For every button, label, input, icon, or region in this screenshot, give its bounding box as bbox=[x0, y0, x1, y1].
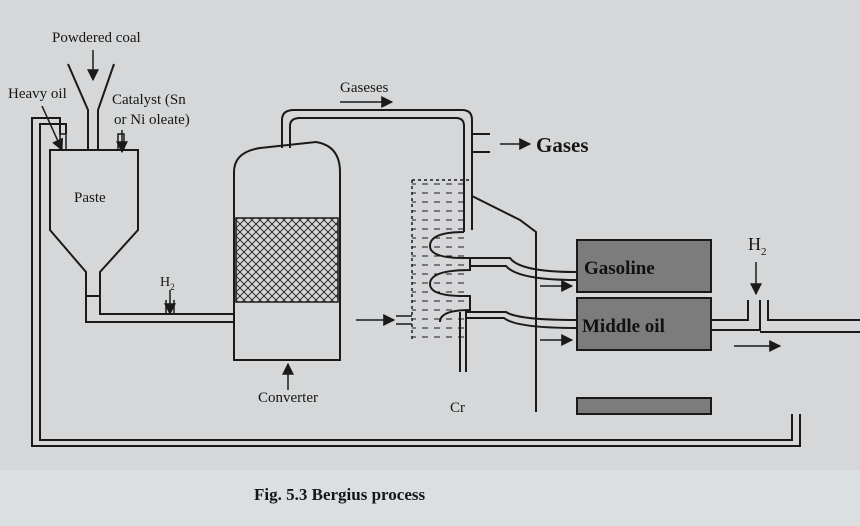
heavy-oil-box bbox=[576, 397, 712, 415]
gas-pipe-inner bbox=[289, 117, 465, 232]
coolant-inlet bbox=[396, 315, 412, 325]
label-converter: Converter bbox=[258, 390, 318, 406]
converter-vessel bbox=[233, 140, 341, 361]
catalyst-bed bbox=[235, 217, 339, 303]
paste-hopper bbox=[49, 149, 139, 297]
gasoline-box bbox=[576, 239, 712, 293]
caption-band bbox=[0, 470, 860, 526]
label-gaseses: Gaseses bbox=[340, 80, 388, 96]
label-cr-partial: Cr bbox=[450, 400, 465, 416]
gas-pipe-outer bbox=[281, 109, 473, 230]
label-gases: Gases bbox=[536, 133, 589, 157]
heavy-oil-recycle-outer bbox=[31, 117, 801, 447]
gases-outlet bbox=[472, 133, 490, 153]
heavy-oil-recycle-inner bbox=[39, 123, 793, 441]
label-powdered-coal: Powdered coal bbox=[52, 30, 141, 46]
condenser-outline bbox=[411, 179, 470, 340]
label-h2-inlet: H2 bbox=[160, 275, 175, 292]
heavy-oil-arrow bbox=[41, 105, 63, 152]
condenser-coil bbox=[428, 231, 471, 323]
label-heavy-oil: Heavy oil bbox=[8, 86, 67, 102]
label-middle-oil: Middle oil bbox=[582, 316, 665, 337]
column-wall bbox=[471, 195, 537, 412]
middle-oil-line bbox=[466, 311, 577, 329]
label-gasoline: Gasoline bbox=[584, 258, 655, 279]
middle-oil-box bbox=[576, 297, 712, 351]
catalyst-inlet bbox=[117, 133, 125, 150]
paste-feed-pipe bbox=[85, 296, 234, 323]
label-paste: Paste bbox=[74, 190, 106, 206]
middle-oil-outlet bbox=[711, 300, 860, 333]
gasoline-line bbox=[470, 257, 577, 281]
column-inner-wall bbox=[459, 310, 467, 372]
label-catalyst-1: Catalyst (Sn bbox=[112, 92, 186, 108]
label-h2-right: H2 bbox=[748, 234, 767, 258]
label-catalyst-2: or Ni oleate) bbox=[114, 112, 190, 128]
figure-caption: Fig. 5.3 Bergius process bbox=[254, 485, 425, 504]
coal-funnel bbox=[67, 63, 115, 150]
condenser-coolant bbox=[412, 180, 468, 340]
